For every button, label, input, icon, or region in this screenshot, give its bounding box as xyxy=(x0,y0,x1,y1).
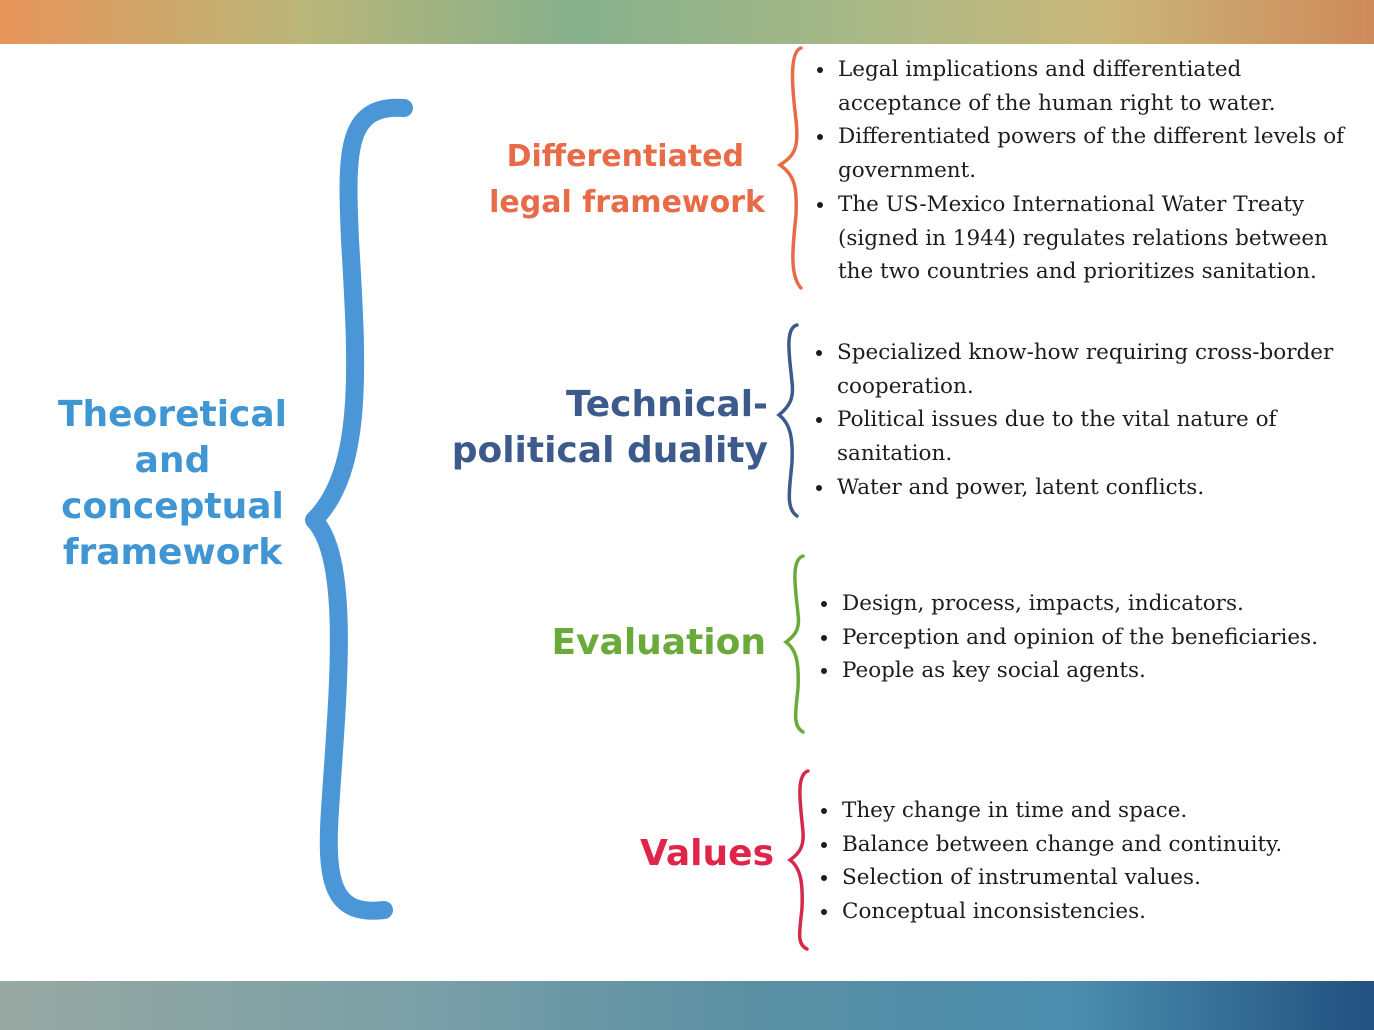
values-brace xyxy=(786,769,810,951)
category-label-values: Values xyxy=(560,831,774,877)
main-title-line: framework xyxy=(62,532,283,573)
main-title-line: and xyxy=(134,440,211,481)
tech-brace xyxy=(776,323,799,518)
bullet-item: Selection of instrumental values. xyxy=(818,861,1358,895)
values-bullet-list: They change in time and space. Balance b… xyxy=(818,794,1358,929)
bullet-item: Political issues due to the vital nature… xyxy=(813,403,1353,470)
category-label-line: Technical- xyxy=(565,384,768,425)
category-label-line: Differentiated xyxy=(506,139,744,174)
main-title-line: conceptual xyxy=(61,486,284,527)
main-brace xyxy=(305,98,413,920)
category-label-line: legal framework xyxy=(489,185,765,220)
technical-bullet-list: Specialized know-how requiring cross-bor… xyxy=(813,336,1353,505)
category-label-line: political duality xyxy=(451,430,768,471)
bullet-item: The US-Mexico International Water Treaty… xyxy=(814,188,1354,289)
category-label-line: Evaluation xyxy=(551,622,766,663)
bullet-item: They change in time and space. xyxy=(818,794,1358,828)
main-title: Theoretical and conceptual framework xyxy=(40,392,305,576)
bullet-item: People as key social agents. xyxy=(818,654,1358,688)
legal-bullet-list: Legal implications and differentiated ac… xyxy=(814,53,1354,289)
legal-brace xyxy=(776,46,803,290)
bullet-item: Differentiated powers of the different l… xyxy=(814,120,1354,187)
evaluation-brace xyxy=(782,554,805,734)
bullet-item: Balance between change and continuity. xyxy=(818,828,1358,862)
bullet-item: Specialized know-how requiring cross-bor… xyxy=(813,336,1353,403)
category-label-line: Values xyxy=(640,833,774,874)
bullet-item: Water and power, latent conflicts. xyxy=(813,471,1353,505)
category-label-technical: Technical- political duality xyxy=(410,382,768,474)
category-label-evaluation: Evaluation xyxy=(500,620,766,666)
bullet-item: Legal implications and differentiated ac… xyxy=(814,53,1354,120)
bullet-item: Conceptual inconsistencies. xyxy=(818,895,1358,929)
main-title-line: Theoretical xyxy=(57,394,288,435)
category-label-legal: Differentiated legal framework xyxy=(440,134,765,226)
top-gradient-bar xyxy=(0,0,1374,44)
evaluation-bullet-list: Design, process, impacts, indicators. Pe… xyxy=(818,587,1358,688)
bottom-gradient-bar xyxy=(0,981,1374,1030)
bullet-item: Design, process, impacts, indicators. xyxy=(818,587,1358,621)
bullet-item: Perception and opinion of the beneficiar… xyxy=(818,621,1358,655)
